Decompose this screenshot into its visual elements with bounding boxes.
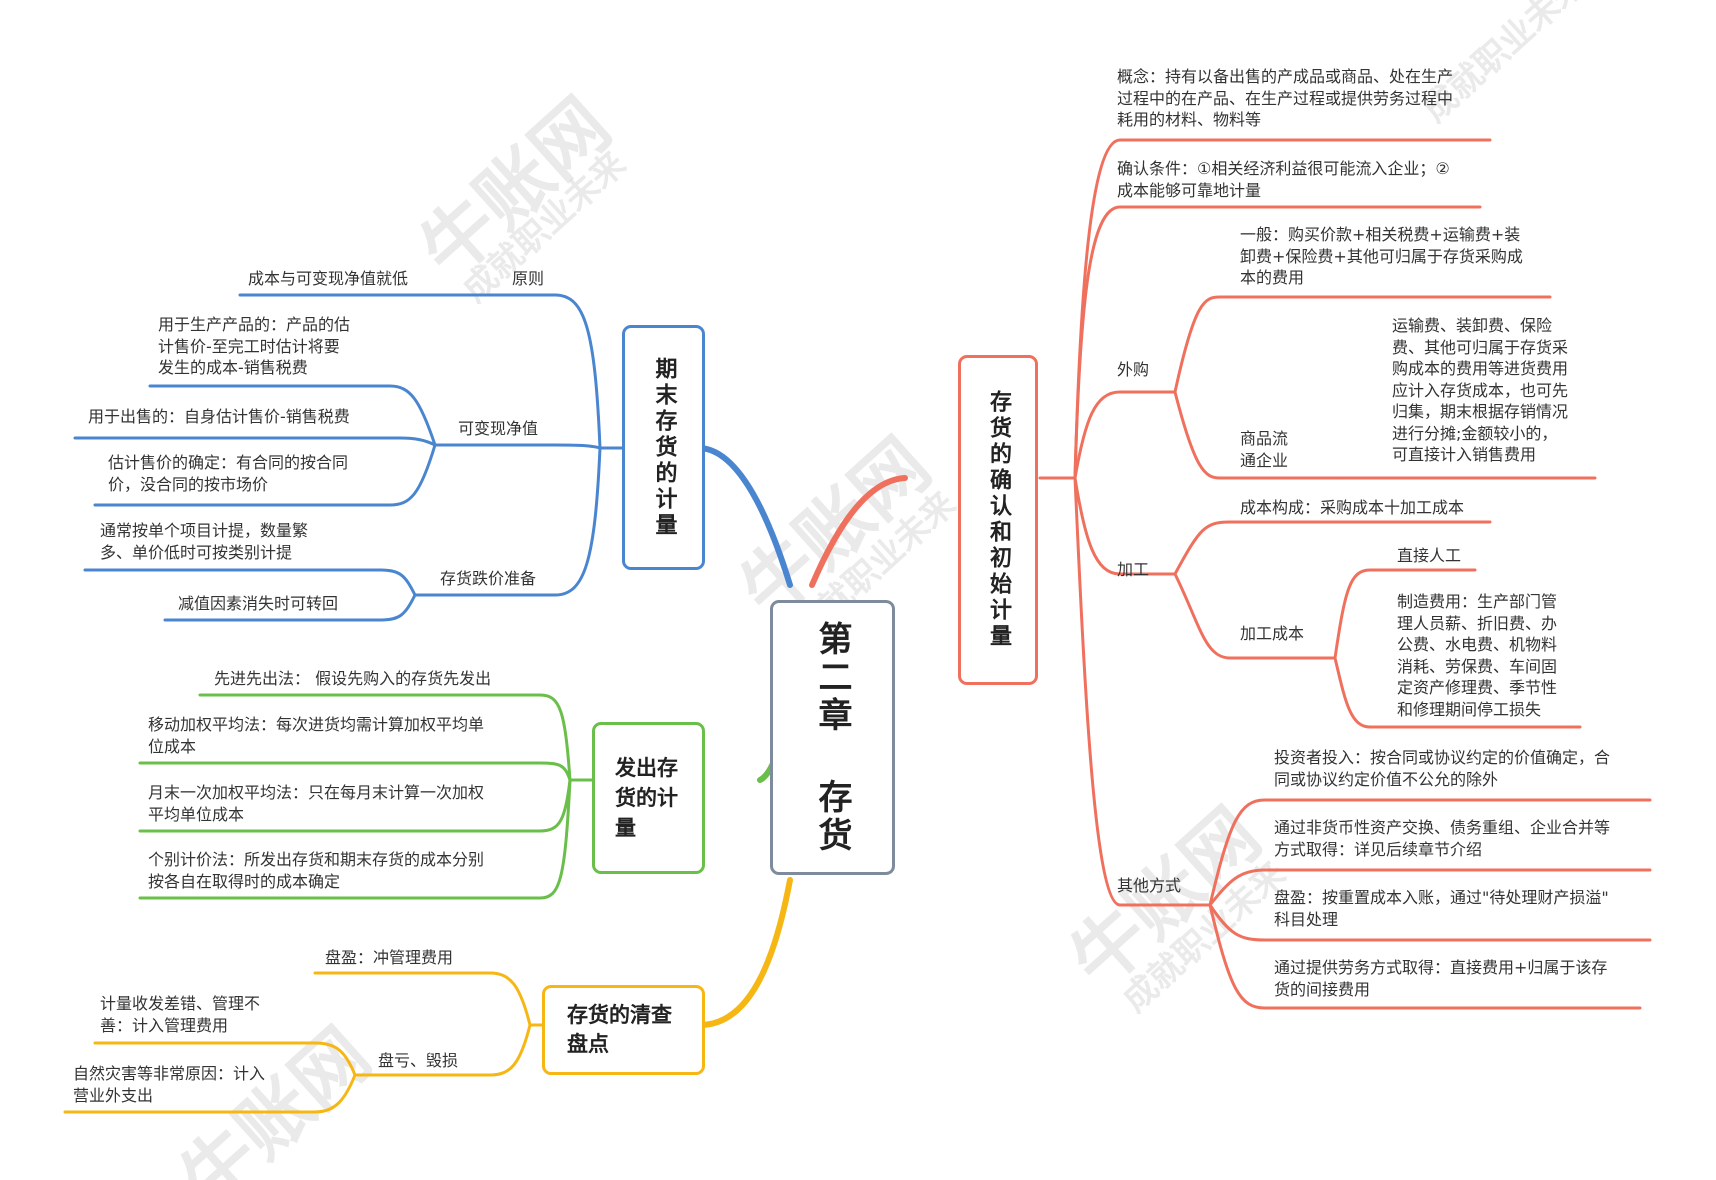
branch-recognition-label: 存货的确认和初始计量 [986,390,1011,650]
purchase-label: 外购 [1117,360,1150,379]
other-item: 投资者投入：按合同或协议约定的价值确定，合 同或协议约定价值不公允的除外 [1274,748,1611,789]
branch-outflow[interactable]: 发出存货的计量 [592,722,705,874]
branch-inventory-count-label: 存货的清查盘点 [567,1003,672,1056]
processing-cost-label: 加工成本 [1240,624,1305,643]
red-branch-lines [1038,138,1652,1010]
outflow-item: 移动加权平均法：每次进货均需计算加权平均单 位成本 [148,715,485,756]
impairment-item: 通常按单个项目计提，数量繁 多、单价低时可按类别计提 [100,521,309,562]
loss-item: 计量收发差错、管理不 善：计入管理费用 [100,994,261,1035]
direct-labor-text: 直接人工 [1397,546,1462,565]
other-label: 其他方式 [1117,876,1182,895]
branch-recognition[interactable]: 存货的确认和初始计量 [958,355,1038,685]
principle-text: 成本与可变现净值就低 [248,269,409,288]
other-item: 盘盈：按重置成本入账，通过"待处理财产损溢" 科目处理 [1274,888,1609,929]
connector-center-recognition [809,475,908,588]
branch-period-end[interactable]: 期末存货的计量 [622,325,705,570]
yellow-branch-lines [63,971,544,1114]
outflow-item: 先进先出法： 假设先购入的存货先发出 [214,669,492,688]
commerce-label: 商品流 通企业 [1240,429,1289,470]
nrv-item: 用于生产产品的：产品的估 计售价-至完工时估计将要 发生的成本-销售税费 [158,315,351,377]
branch-outflow-label: 发出存货的计量 [615,756,678,840]
loss-label: 盘亏、毁损 [378,1051,459,1070]
overhead-text: 制造费用：生产部门管 理人员薪、折旧费、办 公费、水电费、机物料 消耗、劳保费、… [1397,592,1558,719]
blue-branch-lines [73,293,624,622]
other-item: 通过提供劳务方式取得：直接费用+归属于该存 货的间接费用 [1274,958,1608,999]
commerce-text: 运输费、装卸费、保险 费、其他可归属于存货采 购成本的费用等进货费用 应计入存货… [1392,316,1569,464]
branch-period-end-label: 期末存货的计量 [651,356,677,539]
green-branch-lines [138,693,594,900]
composition-text: 成本构成：采购成本十加工成本 [1240,498,1465,517]
central-topic[interactable]: 第二章 存货 [770,600,895,875]
loss-item: 自然灾害等非常原因：计入 营业外支出 [73,1064,266,1105]
condition-text: 确认条件：①相关经济利益很可能流入企业；② 成本能够可靠地计量 [1117,159,1450,200]
processing-label: 加工 [1117,560,1150,579]
impairment-label: 存货跌价准备 [440,569,537,588]
principle-label: 原则 [512,269,545,288]
concept-text: 概念：持有以备出售的产成品或商品、处在生产 过程中的在产品、在生产过程或提供劳务… [1117,67,1454,129]
branch-inventory-count[interactable]: 存货的清查盘点 [542,985,705,1075]
connector-center-periodend [697,445,793,588]
impairment-item: 减值因素消失时可转回 [178,594,339,613]
central-topic-label: 第二章 存货 [812,620,852,855]
other-item: 通过非货币性资产交换、债务重组、企业合并等 方式取得：详见后续章节介绍 [1274,818,1611,859]
outflow-item: 个别计价法：所发出存货和期末存货的成本分别 按各自在取得时的成本确定 [148,850,485,891]
surplus-text: 盘盈：冲管理费用 [325,948,454,967]
purchase-general-text: 一般：购买价款+相关税费+运输费+装 卸费+保险费+其他可归属于存货采购成 本的… [1240,225,1523,287]
nrv-label: 可变现净值 [458,419,539,438]
outflow-item: 月末一次加权平均法：只在每月末计算一次加权 平均单位成本 [148,783,485,824]
nrv-item: 估计售价的确定：有合同的按合同 价，没合同的按市场价 [108,453,349,494]
nrv-item: 用于出售的：自身估计售价-销售税费 [88,407,350,426]
connector-center-count [697,877,793,1028]
